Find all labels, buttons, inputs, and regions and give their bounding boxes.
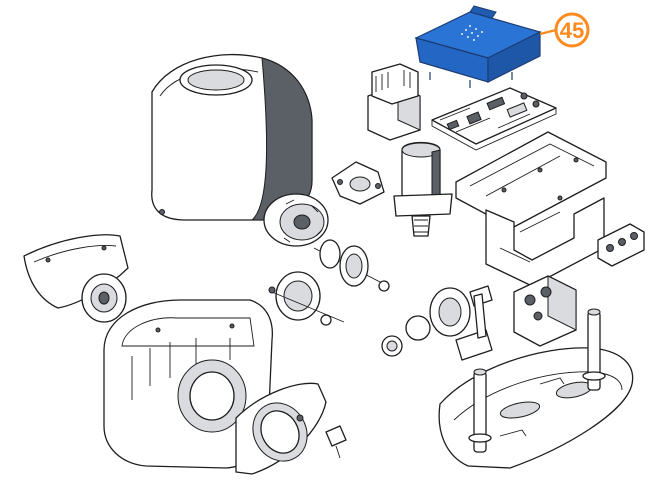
cam-gear <box>381 315 431 357</box>
drive-hub <box>263 193 329 247</box>
anchor-post-left <box>468 368 492 453</box>
gearbox-housing <box>103 299 274 469</box>
transformer <box>367 63 421 141</box>
cable-gland-block <box>513 275 577 347</box>
mounting-bracket <box>455 131 607 287</box>
control-board <box>431 87 557 151</box>
motor-cover <box>151 53 313 221</box>
board-cover-highlighted <box>414 5 542 88</box>
callout-number: 45 <box>560 18 584 43</box>
part-callout: 45 <box>539 12 590 48</box>
motor-flange <box>331 161 385 205</box>
electric-motor <box>393 141 453 237</box>
secondary-gear <box>268 271 345 326</box>
terminal-plate <box>597 223 645 267</box>
anchor-post-right <box>582 308 606 391</box>
release-cover-plate <box>235 382 327 475</box>
worm-gear-shaft <box>313 239 390 292</box>
foundation-plate <box>438 347 634 469</box>
limit-switch-assembly <box>429 285 493 361</box>
pinion-gear <box>81 273 127 323</box>
release-key <box>325 425 347 459</box>
